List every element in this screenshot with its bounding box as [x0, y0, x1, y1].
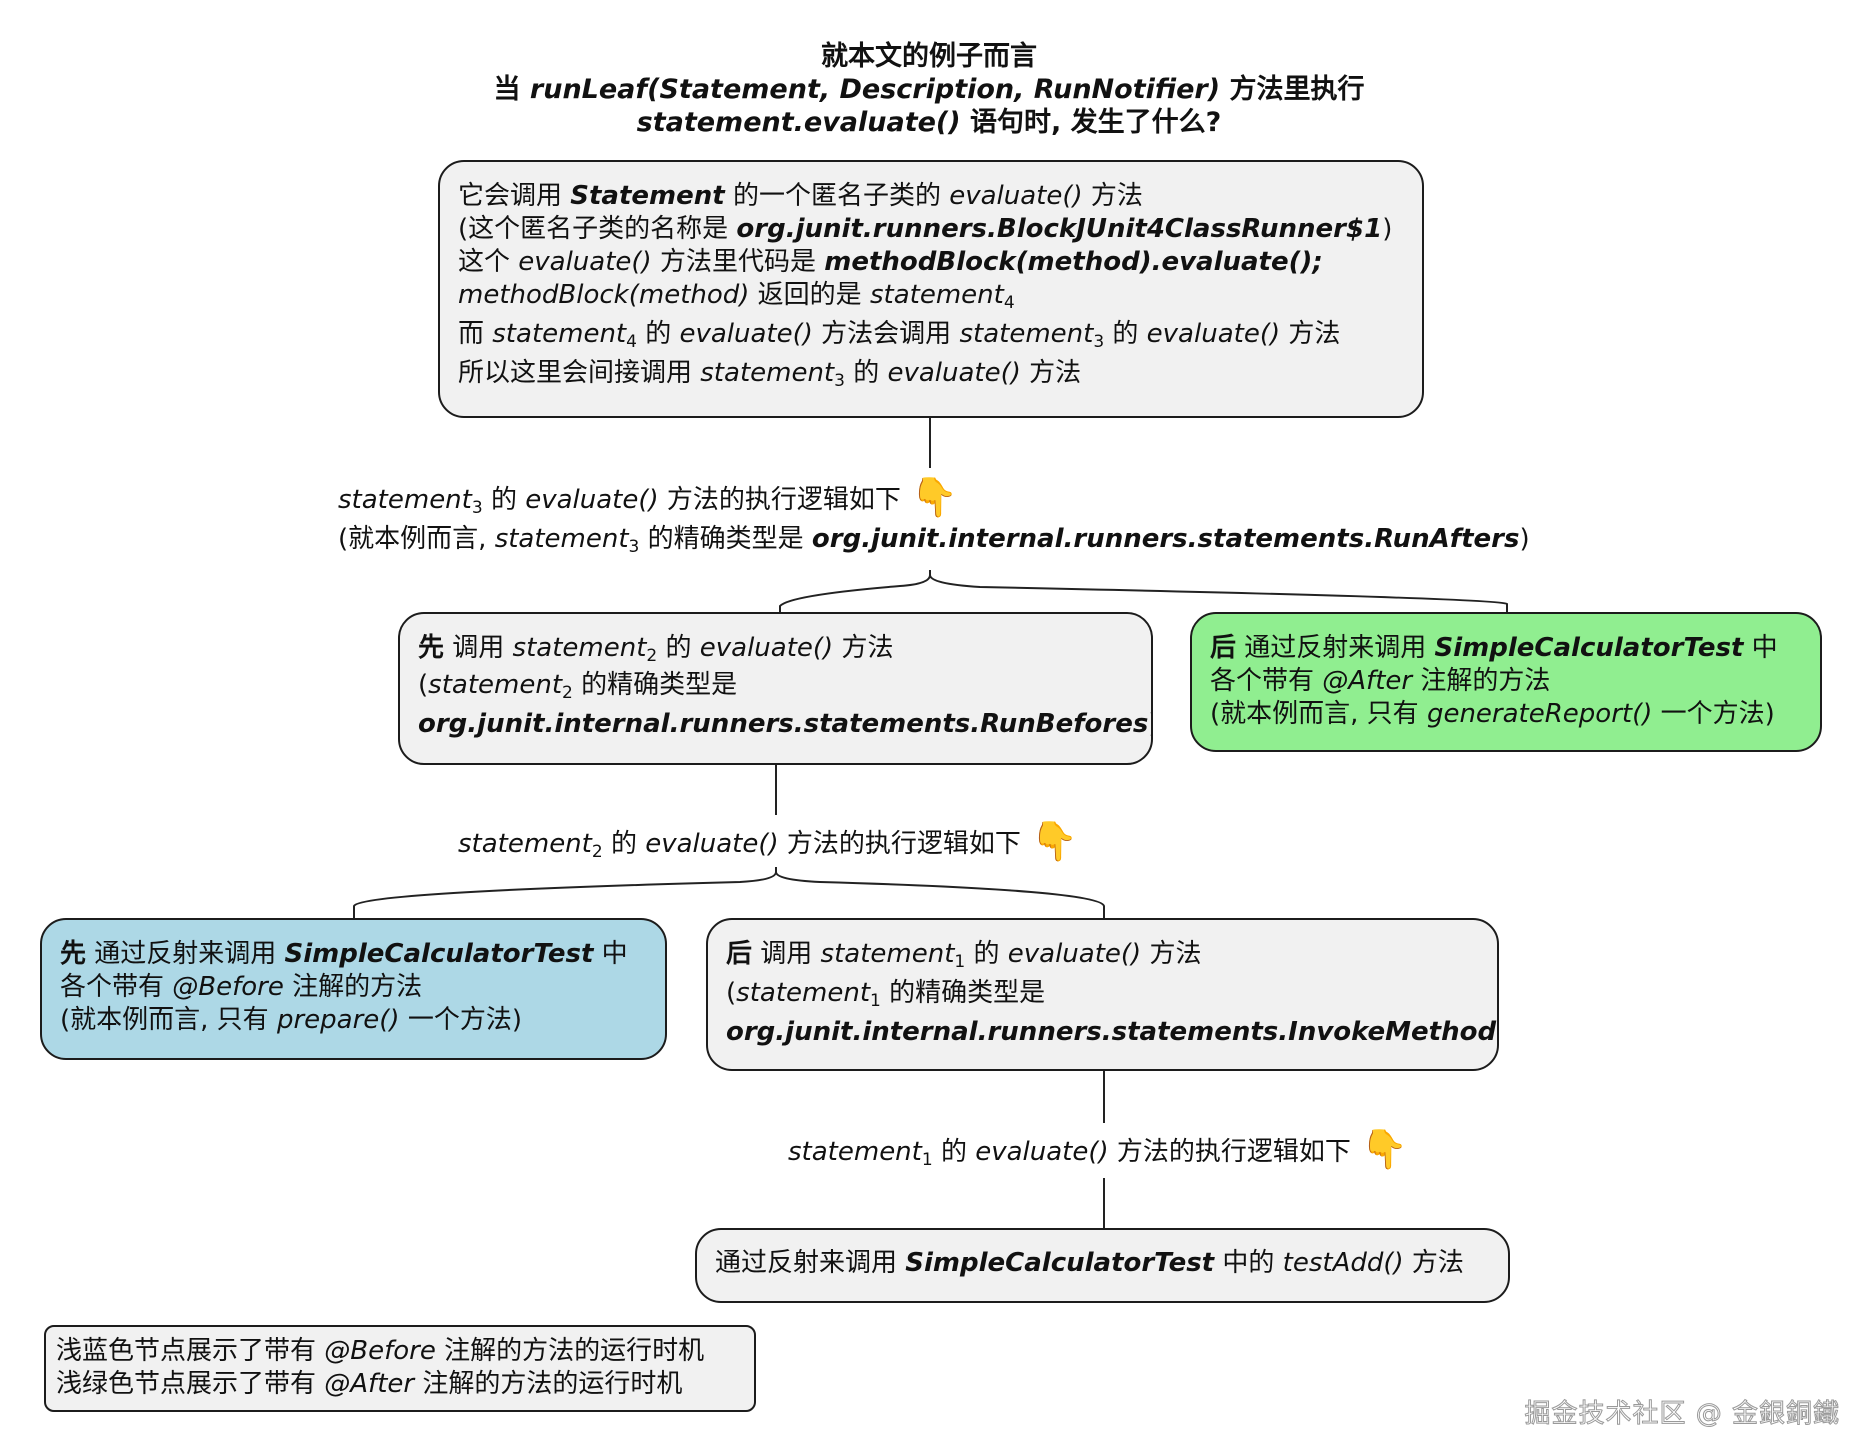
- before-line-2: 各个带有 @Before 注解的方法: [60, 972, 423, 1002]
- leaf-node-testadd: 通过反射来调用 SimpleCalculatorTest 中的 testAdd(…: [695, 1228, 1510, 1303]
- watermark: 掘金技术社区 @ 金銀銅鐵: [1524, 1399, 1840, 1430]
- label-statement3-line-2: (就本例而言, statement3 的精确类型是 org.junit.inte…: [338, 524, 1530, 557]
- node-call-statement1: 后 调用 statement1 的 evaluate() 方法 (stateme…: [706, 918, 1499, 1071]
- before2-line-1: 先 调用 statement2 的 evaluate() 方法: [418, 633, 894, 666]
- before-line-1: 先 通过反射来调用 SimpleCalculatorTest 中: [60, 939, 628, 969]
- label-statement1: statement1 的 evaluate() 方法的执行逻辑如下👇: [788, 1127, 1409, 1171]
- legend-note: 浅蓝色节点展示了带有 @Before 注解的方法的运行时机 浅绿色节点展示了带有…: [44, 1325, 756, 1412]
- title-line-2: 当 runLeaf(Statement, Description, RunNot…: [493, 74, 1365, 105]
- legend-line-1: 浅蓝色节点展示了带有 @Before 注解的方法的运行时机: [56, 1336, 705, 1366]
- after1-line-2: (statement1 的精确类型是: [726, 978, 1046, 1011]
- after-line-2: 各个带有 @After 注解的方法: [1210, 666, 1551, 696]
- root-line-3: 这个 evaluate() 方法里代码是 methodBlock(method)…: [458, 247, 1323, 277]
- root-line-4: methodBlock(method) 返回的是 statement4: [458, 280, 1015, 313]
- before2-line-3: org.junit.internal.runners.statements.Ru…: [418, 709, 1151, 739]
- after1-line-3: org.junit.internal.runners.statements.In…: [726, 1017, 1497, 1047]
- after-line-3: (就本例而言, 只有 generateReport() 一个方法): [1210, 699, 1775, 729]
- root-line-5: 而 statement4 的 evaluate() 方法会调用 statemen…: [458, 319, 1341, 352]
- pointing-down-hand-icon: 👇: [910, 475, 959, 519]
- pointing-down-hand-icon: 👇: [1030, 819, 1079, 863]
- root-node: 它会调用 Statement 的一个匿名子类的 evaluate() 方法 (这…: [438, 160, 1424, 418]
- node-call-statement2: 先 调用 statement2 的 evaluate() 方法 (stateme…: [398, 612, 1153, 765]
- root-line-1: 它会调用 Statement 的一个匿名子类的 evaluate() 方法: [458, 181, 1143, 211]
- root-line-6: 所以这里会间接调用 statement3 的 evaluate() 方法: [458, 358, 1082, 391]
- root-line-2: (这个匿名子类的名称是 org.junit.runners.BlockJUnit…: [458, 214, 1393, 244]
- before-line-3: (就本例而言, 只有 prepare() 一个方法): [60, 1005, 522, 1035]
- node-after-methods: 后 通过反射来调用 SimpleCalculatorTest 中 各个带有 @A…: [1190, 612, 1822, 752]
- pointing-down-hand-icon: 👇: [1360, 1127, 1409, 1171]
- after1-line-1: 后 调用 statement1 的 evaluate() 方法: [726, 939, 1202, 972]
- before2-line-2: (statement2 的精确类型是: [418, 670, 738, 703]
- label-statement2: statement2 的 evaluate() 方法的执行逻辑如下👇: [458, 819, 1079, 863]
- connector-label3-to-children: [779, 570, 1508, 612]
- legend-line-2: 浅绿色节点展示了带有 @After 注解的方法的运行时机: [56, 1369, 683, 1399]
- leaf-line-1: 通过反射来调用 SimpleCalculatorTest 中的 testAdd(…: [715, 1248, 1464, 1278]
- node-before-methods: 先 通过反射来调用 SimpleCalculatorTest 中 各个带有 @B…: [40, 918, 667, 1060]
- connector-label2-to-children: [353, 867, 1105, 918]
- label-statement3-line-1: statement3 的 evaluate() 方法的执行逻辑如下👇: [338, 475, 959, 519]
- after-line-1: 后 通过反射来调用 SimpleCalculatorTest 中: [1210, 633, 1778, 663]
- title-line-1: 就本文的例子而言: [821, 41, 1037, 72]
- title-line-3: statement.evaluate() 语句时, 发生了什么?: [636, 107, 1222, 138]
